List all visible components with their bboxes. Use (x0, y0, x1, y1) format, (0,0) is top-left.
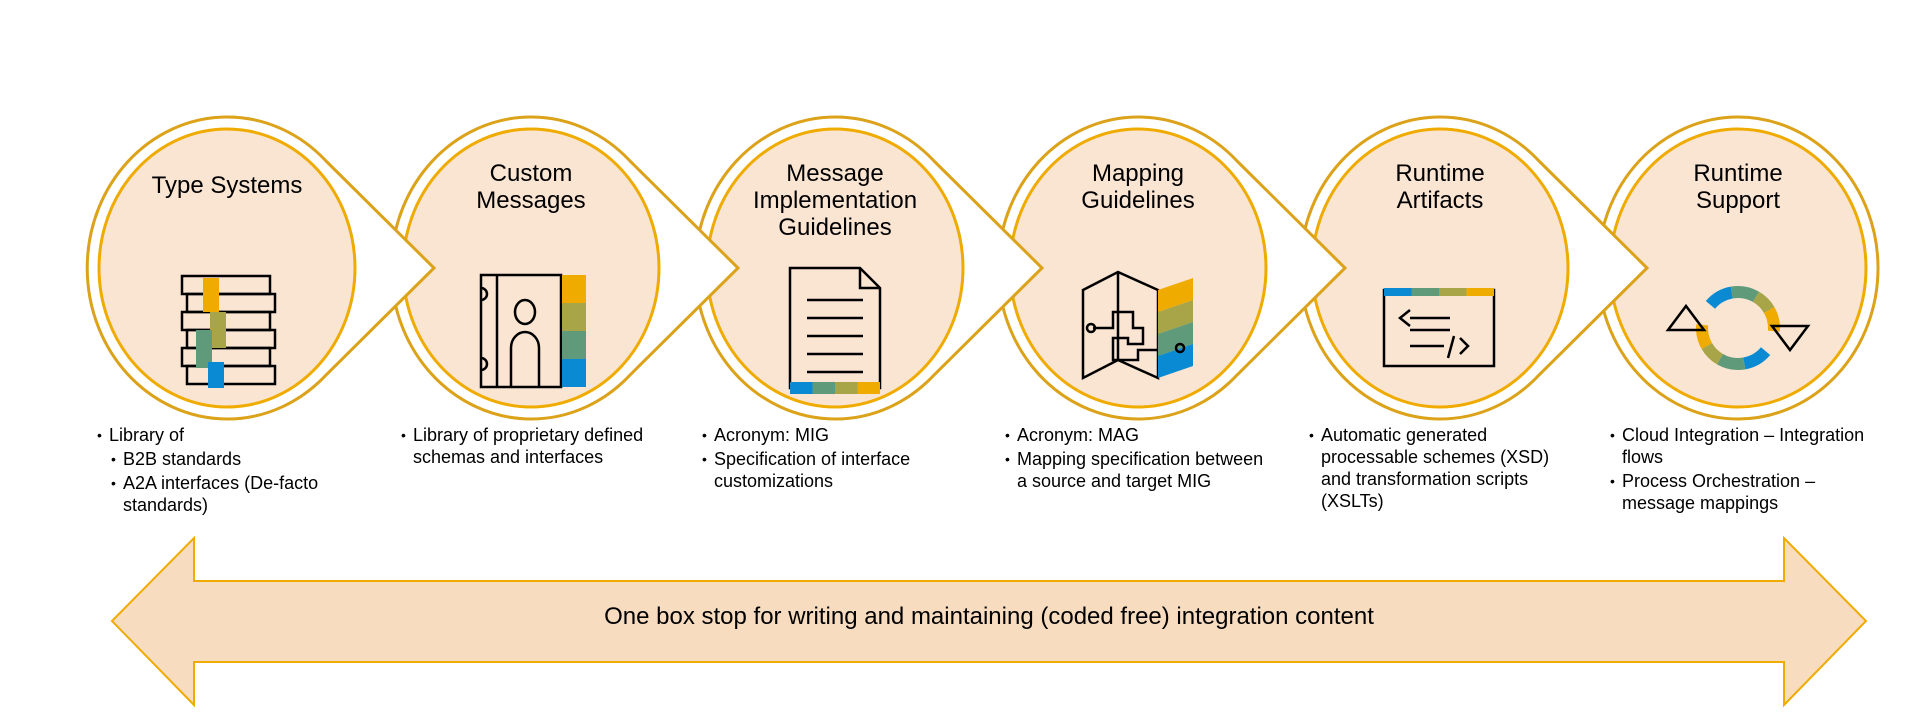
bullet-item: Process Orchestration – message mappings (1610, 470, 1870, 514)
bullet-item: Specification of interface customization… (702, 448, 962, 492)
step-title: Runtime Support (1693, 160, 1783, 214)
step-shape (389, 115, 741, 421)
address-book-icon (479, 273, 586, 389)
step-bullets: Acronym: MAGMapping specification betwee… (1005, 424, 1265, 494)
step-title: Mapping Guidelines (1081, 160, 1195, 214)
banner-text: One box stop for writing and maintaining… (604, 603, 1374, 630)
map-icon (1081, 270, 1193, 381)
bullet-item: Library of (97, 424, 357, 446)
document-icon (788, 266, 882, 394)
step-bullets: Acronym: MIGSpecification of interface c… (702, 424, 962, 494)
bullet-item: Cloud Integration – Integration flows (1610, 424, 1870, 468)
refresh-cycle-icon (1665, 286, 1811, 370)
step-title: Custom Messages (476, 160, 586, 214)
step-bullets: Library of proprietary defined schemas a… (401, 424, 661, 470)
code-window-icon (1382, 288, 1496, 368)
step-circle (97, 127, 357, 409)
step-bullets: Cloud Integration – Integration flowsPro… (1610, 424, 1870, 516)
bullet-item: Acronym: MAG (1005, 424, 1265, 446)
bullet-item: Automatic generated processable schemes … (1309, 424, 1569, 512)
step-title: Message Implementation Guidelines (752, 160, 918, 241)
step-title: Type Systems (151, 172, 303, 199)
bullet-item: B2B standards (111, 448, 357, 470)
step-title: Runtime Artifacts (1395, 160, 1485, 214)
bullet-item: Mapping specification between a source a… (1005, 448, 1265, 492)
bullet-item: Library of proprietary defined schemas a… (401, 424, 661, 468)
bullet-item: Acronym: MIG (702, 424, 962, 446)
step-shape (1298, 115, 1650, 421)
step-shape (996, 115, 1348, 421)
double-arrow-banner (110, 535, 1868, 708)
books-stack-icon (180, 274, 277, 388)
step-shape (1596, 115, 1880, 421)
step-bullets: Automatic generated processable schemes … (1309, 424, 1569, 514)
step-shape (85, 115, 437, 421)
bullet-item: A2A interfaces (De-facto standards) (111, 472, 357, 516)
step-bullets: Library ofB2B standardsA2A interfaces (D… (97, 424, 357, 518)
